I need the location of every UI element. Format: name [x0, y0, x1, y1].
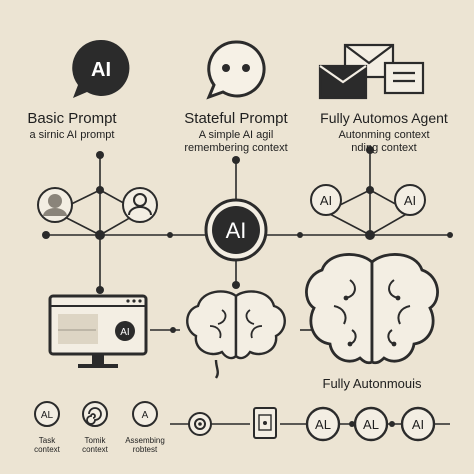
- ai-chat-bubble-icon: AI: [72, 39, 130, 98]
- brain-icon-large: [305, 253, 439, 365]
- junction-dot: [96, 186, 104, 194]
- ai-node-right: AI: [394, 184, 426, 216]
- bottom-left-node-3: A: [132, 401, 158, 427]
- avatar-node-left: [37, 187, 73, 223]
- junction-dot: [170, 327, 176, 333]
- junction-dot: [365, 230, 375, 240]
- spiral-icon: [82, 401, 108, 427]
- column-3-subtitle-2: nding context: [351, 142, 416, 154]
- junction-dot: [96, 286, 104, 294]
- junction-dot: [349, 421, 355, 427]
- column-3-subtitle-1: Autonming context: [338, 129, 429, 141]
- speech-bubble-icon: [206, 40, 266, 100]
- brain-icon-small: [186, 290, 286, 379]
- big-brain-caption: Fully Autonmouis: [323, 376, 422, 391]
- junction-dot: [366, 146, 374, 154]
- svg-text:AI: AI: [91, 59, 111, 81]
- junction-dot: [95, 230, 105, 240]
- monitor-icon: AI: [48, 294, 148, 368]
- bottom-left-node-3-label: A: [142, 410, 149, 421]
- bottom-left-caption-1a: Task: [39, 436, 56, 445]
- bottom-left-caption-3a: Assembing: [125, 436, 165, 445]
- junction-dot: [96, 151, 104, 159]
- bottom-right-node-1-label: AL: [315, 417, 331, 432]
- envelopes-icon: [318, 43, 425, 100]
- column-2-subtitle-1: A simple AI agil: [199, 129, 274, 141]
- target-icon: [188, 412, 212, 436]
- junction-dot: [447, 232, 453, 238]
- bottom-right-node-2-label: AL: [363, 417, 379, 432]
- junction-dots: [42, 146, 453, 427]
- avatar-node-right: [122, 187, 158, 223]
- bottom-left-node-1-label: AL: [41, 410, 54, 421]
- junction-dot: [232, 281, 240, 289]
- monitor-badge-label: AI: [120, 327, 129, 338]
- hub-label: AI: [226, 218, 247, 243]
- bottom-left-caption-1b: context: [34, 445, 61, 454]
- ai-hub-node: AI: [204, 198, 268, 262]
- column-2-title: Stateful Prompt: [184, 110, 288, 127]
- junction-dot: [297, 232, 303, 238]
- column-2-subtitle-2: remembering context: [184, 142, 287, 154]
- junction-dot: [42, 231, 50, 239]
- bottom-right-node-3-label: AI: [412, 417, 424, 432]
- column-3-title: Fully Automos Agent: [320, 110, 448, 126]
- bottom-left-node-1: AL: [34, 401, 60, 427]
- junction-dot: [389, 421, 395, 427]
- bottom-left-caption-3b: robtest: [133, 445, 158, 454]
- ai-node-left-label: AI: [320, 193, 332, 208]
- ai-node-right-label: AI: [404, 193, 416, 208]
- bottom-left-caption-2a: Tomik: [85, 436, 107, 445]
- bottom-right-node-3: AI: [400, 406, 436, 442]
- column-1-subtitle: a sirnic AI prompt: [30, 129, 115, 141]
- bottom-left-caption-2b: context: [82, 445, 109, 454]
- junction-dot: [366, 186, 374, 194]
- column-1-title: Basic Prompt: [27, 110, 117, 127]
- junction-dot: [232, 156, 240, 164]
- junction-dot: [167, 232, 173, 238]
- bottom-right-node-2: AL: [353, 406, 389, 442]
- device-icon: [253, 407, 277, 439]
- bottom-right-node-1: AL: [305, 406, 341, 442]
- ai-node-left: AI: [310, 184, 342, 216]
